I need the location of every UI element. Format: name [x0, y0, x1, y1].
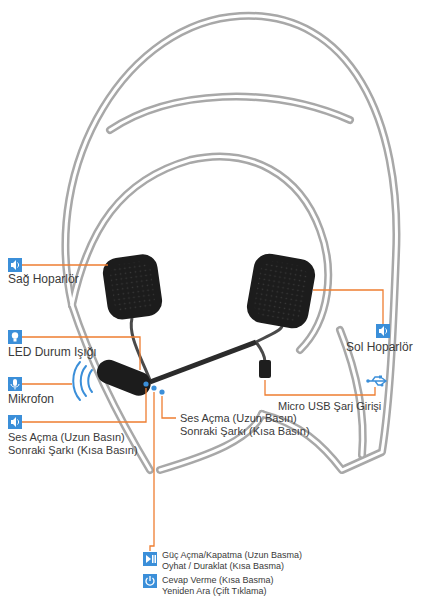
- leader-lines: [22, 265, 383, 551]
- usb-icon: [366, 376, 386, 387]
- power-icon: [143, 574, 157, 588]
- usb-plug: [259, 360, 271, 378]
- button-function: Ses Açma (Uzun Basın): [8, 431, 125, 444]
- volume-icon: [8, 415, 22, 429]
- sound-waves: [73, 362, 92, 400]
- part-label: Sol Hoparlör: [346, 341, 413, 355]
- part-label: LED Durum Işığı: [8, 346, 97, 360]
- button-function: Yeniden Ara (Çift Tıklama): [162, 586, 267, 596]
- right-speaker: [101, 252, 164, 321]
- speaker-icon: [376, 324, 390, 338]
- speaker-icon: [8, 258, 22, 272]
- play-pause-icon: [143, 552, 157, 566]
- led-icon: [8, 330, 22, 344]
- part-label: Micro USB Şarj Girişi: [278, 400, 381, 413]
- part-label: Sağ Hoparlör: [8, 273, 79, 287]
- button-function: Sonraki Şarkı (Kısa Basın): [180, 425, 310, 438]
- button-function: Ses Açma (Uzun Basın): [180, 412, 297, 425]
- cable: [131, 318, 282, 382]
- left-speaker: [244, 251, 317, 331]
- button-function: Sonraki Şarkı (Kısa Basın): [8, 444, 138, 457]
- button-function: Güç Açma/Kapatma (Uzun Basma): [162, 550, 302, 560]
- button-function: Oyhat / Duraklat (Kısa Basma): [162, 561, 284, 571]
- microphone: [93, 356, 154, 399]
- helmet-outline: [65, 16, 396, 470]
- mic-icon: [8, 377, 22, 391]
- mic-boom: [150, 342, 256, 382]
- part-label: Mikrofon: [8, 393, 54, 407]
- button-function: Cevap Verme (Kısa Basma): [162, 575, 274, 585]
